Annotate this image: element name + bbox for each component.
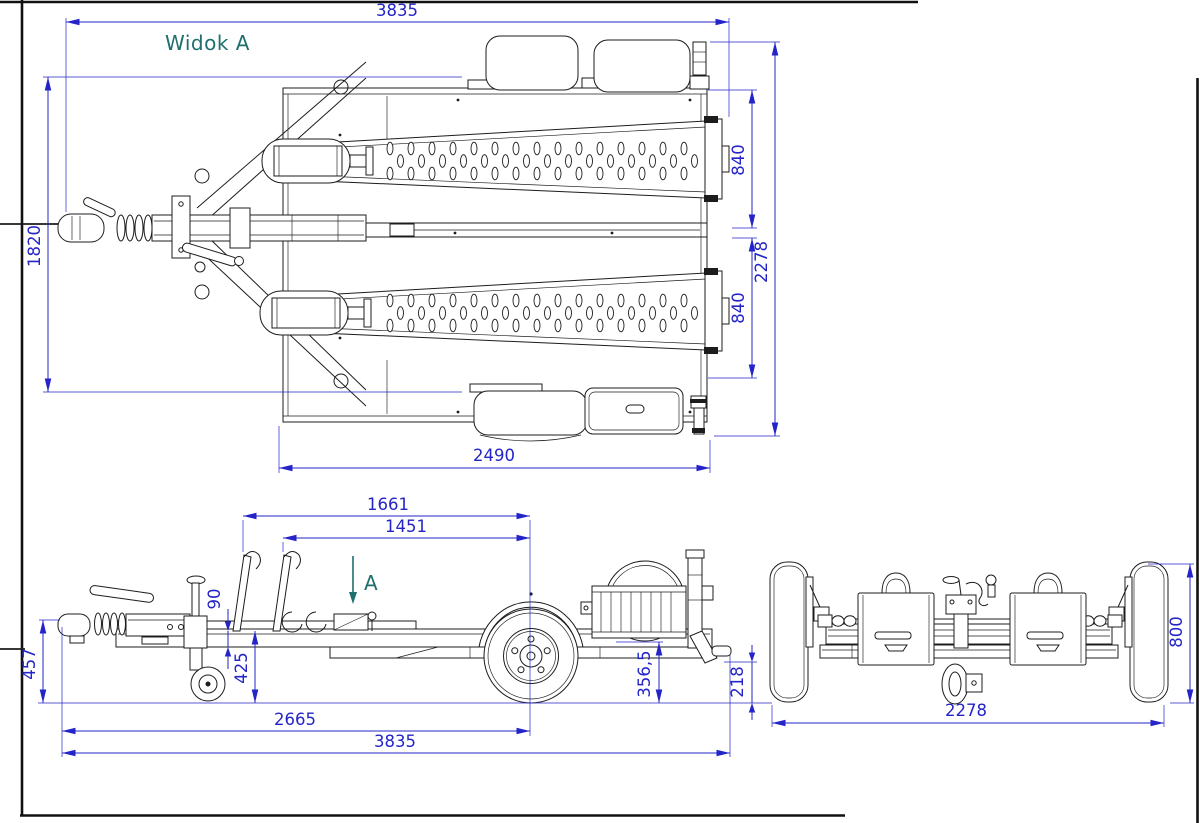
top-fenders xyxy=(467,35,710,93)
jockey-wheel-rear xyxy=(941,574,997,705)
ramp-end-cap xyxy=(703,115,730,203)
dim-upper-channel-offset: 840 xyxy=(729,144,748,176)
dim-rear-chock-axle: 1451 xyxy=(385,517,427,536)
side-view: A 1661 1451 90 425 457 2665 xyxy=(20,495,772,757)
dim-rail-height: 90 xyxy=(205,589,224,610)
tow-ball-socket xyxy=(57,213,105,243)
bolt-dots xyxy=(338,98,692,414)
rear-view-dimensions: 2278 800 xyxy=(771,563,1194,727)
jockey-clamp-plate xyxy=(171,195,191,259)
cable-guide xyxy=(194,168,210,184)
bumper-end xyxy=(711,645,732,657)
fender-side xyxy=(478,601,584,648)
ramp-channel-lower xyxy=(259,267,730,355)
top-view-dimensions: 3835 1820 2278 840 840 2490 xyxy=(25,1,780,473)
dim-rear-frame-height: 356,5 xyxy=(635,650,654,697)
toolbox-handle xyxy=(625,404,645,414)
tire-left xyxy=(769,561,809,703)
breakaway-ring xyxy=(194,261,206,273)
top-view: 3835 1820 2278 840 840 2490 Widok A xyxy=(25,1,780,473)
dim-coupling-height: 457 xyxy=(20,648,39,680)
dim-deck-height: 425 xyxy=(232,652,251,684)
dim-rear-overall-width: 2278 xyxy=(945,701,987,720)
coupler-handle xyxy=(83,197,116,218)
dim-platform-length: 2490 xyxy=(473,446,515,465)
ramp-end-cap xyxy=(703,267,730,355)
chock-plate-left xyxy=(857,572,935,666)
mudflap xyxy=(689,630,718,664)
bottom-accessories xyxy=(469,383,707,442)
chock-plate-right xyxy=(1009,572,1087,666)
dim-front-chock-axle: 1661 xyxy=(367,495,409,514)
view-a-label: Widok A xyxy=(165,31,250,55)
side-view-dimensions: 1661 1451 90 425 457 2665 3835 356,5 xyxy=(20,495,772,757)
mudguard xyxy=(485,35,579,91)
hitch-coupler-side xyxy=(57,585,191,644)
tow-ball-socket-side xyxy=(57,613,91,637)
mudguard xyxy=(473,390,588,436)
mudguard xyxy=(593,39,691,93)
dim-rear-overall-height: 800 xyxy=(1167,616,1186,648)
dim-top-overall-length: 3835 xyxy=(376,1,418,20)
cable-guide xyxy=(333,79,349,95)
road-wheel-side xyxy=(478,592,584,704)
jockey-wheel-side xyxy=(183,575,226,702)
dim-rear-clearance: 218 xyxy=(728,666,747,698)
dim-side-overall-length: 3835 xyxy=(374,732,416,751)
hitch-coupler-top xyxy=(57,195,367,273)
dim-coupling-axle: 2665 xyxy=(274,710,316,729)
cable-guide xyxy=(194,284,210,300)
dim-lower-channel-offset: 840 xyxy=(729,292,748,324)
section-label: A xyxy=(364,571,378,595)
dim-drawbar-width: 1820 xyxy=(25,225,44,267)
handbrake-lever-side xyxy=(89,585,154,603)
cable-guide xyxy=(333,373,349,389)
tire-right xyxy=(1129,561,1169,703)
wheel-chock-side xyxy=(232,551,377,633)
rear-view: 2278 800 xyxy=(769,561,1194,727)
rear-lamp-side xyxy=(701,585,714,601)
section-arrow: A xyxy=(349,556,378,604)
spare-wheel-carrier xyxy=(580,549,732,664)
ramp-channel-upper xyxy=(261,115,730,203)
dim-top-overall-width: 2278 xyxy=(752,241,771,283)
